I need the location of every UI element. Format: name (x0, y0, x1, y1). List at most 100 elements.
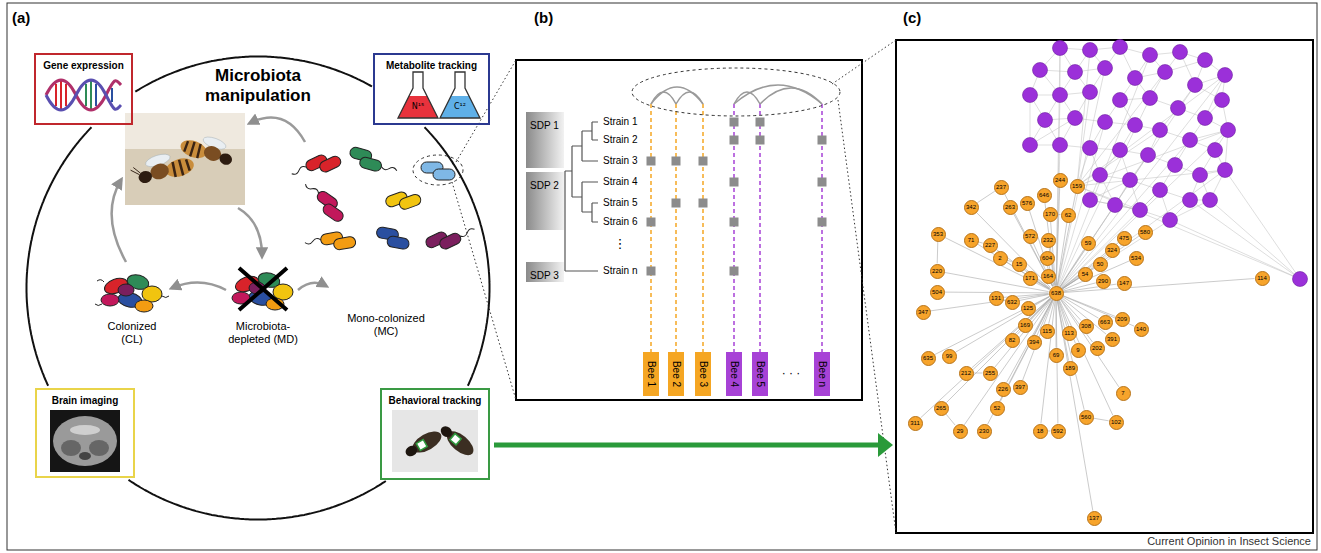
node-number: 9 (1076, 347, 1079, 353)
network-node: 227 (983, 238, 998, 253)
bacteria-illustration (290, 146, 477, 256)
method-title: Behavioral tracking (389, 395, 482, 406)
node-number: 52 (994, 405, 1001, 411)
network-node: 353 (931, 227, 946, 242)
node-number: 232 (1043, 237, 1053, 243)
node-number: 635 (923, 355, 933, 361)
node-number: 71 (968, 237, 975, 243)
network-node: 99 (942, 349, 957, 364)
network-node: 638 (1049, 286, 1064, 301)
node-number: 131 (991, 295, 1001, 301)
bee-label: Bee n (817, 361, 827, 387)
network-node: 82 (1005, 333, 1020, 348)
network-link (1057, 193, 1075, 285)
network-link (1062, 278, 1078, 289)
network-node: 504 (930, 285, 945, 300)
sdp-label: SDP 1 (530, 120, 559, 131)
node-number: 226 (998, 386, 1008, 392)
node-number: 7 (1121, 390, 1124, 396)
network-link (1060, 299, 1119, 387)
cycle-title: Microbiota manipulation (193, 66, 323, 105)
bee-label: Bee 4 (729, 361, 739, 387)
zoom-line (452, 40, 896, 533)
strain-label: Strain 6 (603, 216, 637, 228)
state-label: Mono-colonized (MC) (339, 312, 433, 337)
zoom-ellipse (632, 68, 840, 116)
network-node: 15 (1012, 257, 1027, 272)
network-node: 50 (1093, 257, 1108, 272)
link-line (1057, 222, 1067, 285)
node-number: 237 (996, 184, 1006, 190)
link-line (1057, 300, 1093, 510)
network-link (1061, 299, 1093, 342)
network-node: 311 (908, 416, 923, 431)
background-link (1056, 55, 1150, 293)
sdp-label: SDP 2 (530, 180, 559, 191)
node-number: 265 (936, 405, 946, 411)
link-line (1063, 297, 1099, 318)
node-number: 638 (1051, 290, 1061, 296)
link-line (1059, 300, 1113, 415)
panel-frame (896, 40, 1313, 533)
node-number: 147 (1119, 280, 1129, 286)
sdp-band: SDP 2 (526, 172, 564, 230)
strain-label: Strain 3 (603, 155, 637, 167)
strain-label: Strain 2 (603, 134, 637, 146)
bee-label: Bee 3 (698, 361, 708, 387)
node-number: 572 (1025, 233, 1035, 239)
network-node: 560 (1079, 410, 1094, 425)
network-node: 18 (1033, 424, 1048, 439)
network-node: 232 (1041, 233, 1056, 248)
network-node: 69 (1049, 348, 1064, 363)
network-node: 475 (1117, 231, 1132, 246)
network-node: 59 (1081, 236, 1096, 251)
isotope-label: N¹⁵ (412, 102, 424, 111)
link-line (1049, 300, 1055, 323)
node-number: 159 (1072, 183, 1082, 189)
network-link (1057, 222, 1067, 285)
node-number: 164 (1043, 273, 1053, 279)
node-number: 646 (1039, 192, 1049, 198)
background-link (1056, 48, 1060, 293)
network-link (964, 299, 1051, 425)
network-node: 308 (1079, 319, 1094, 334)
network-node: 113 (1062, 326, 1077, 341)
strain-label: Strain 4 (603, 176, 637, 188)
network-node: 324 (1105, 243, 1120, 258)
network-node: 52 (990, 401, 1005, 416)
network-node: 137 (1087, 511, 1102, 526)
cycle-arrow (112, 118, 326, 290)
network-node: 29 (953, 424, 968, 439)
network-node: 394 (1027, 335, 1042, 350)
network-node: 244 (1053, 173, 1068, 188)
link-line (946, 298, 1050, 402)
link-line (945, 237, 1050, 289)
network-link (921, 298, 1051, 418)
link-line (1017, 299, 1051, 335)
strain-label: Strain 1 (603, 116, 637, 128)
network-node: 265 (934, 401, 949, 416)
background-link (1056, 170, 1225, 293)
network-link (977, 191, 995, 203)
network-node: 604 (1040, 251, 1055, 266)
background-link (1170, 220, 1300, 279)
network-node: 164 (1041, 269, 1056, 284)
link-line (1007, 260, 1012, 261)
node-number: 580 (1140, 229, 1150, 235)
background-link (1225, 170, 1300, 279)
network-node: 646 (1037, 188, 1052, 203)
link-line (1063, 283, 1095, 291)
panel-frame (516, 60, 862, 400)
network-node: 7 (1116, 386, 1131, 401)
node-number: 475 (1119, 235, 1129, 241)
background-link (1210, 200, 1300, 279)
node-number: 212 (961, 370, 971, 376)
sdp-label: SDP 3 (530, 270, 559, 281)
node-number: 54 (1082, 271, 1089, 277)
network-node: 576 (1020, 196, 1035, 211)
flask (398, 72, 480, 118)
flow-arrow (494, 433, 893, 457)
method-title: Metabolite tracking (386, 60, 477, 71)
node-number: 534 (1131, 255, 1141, 261)
